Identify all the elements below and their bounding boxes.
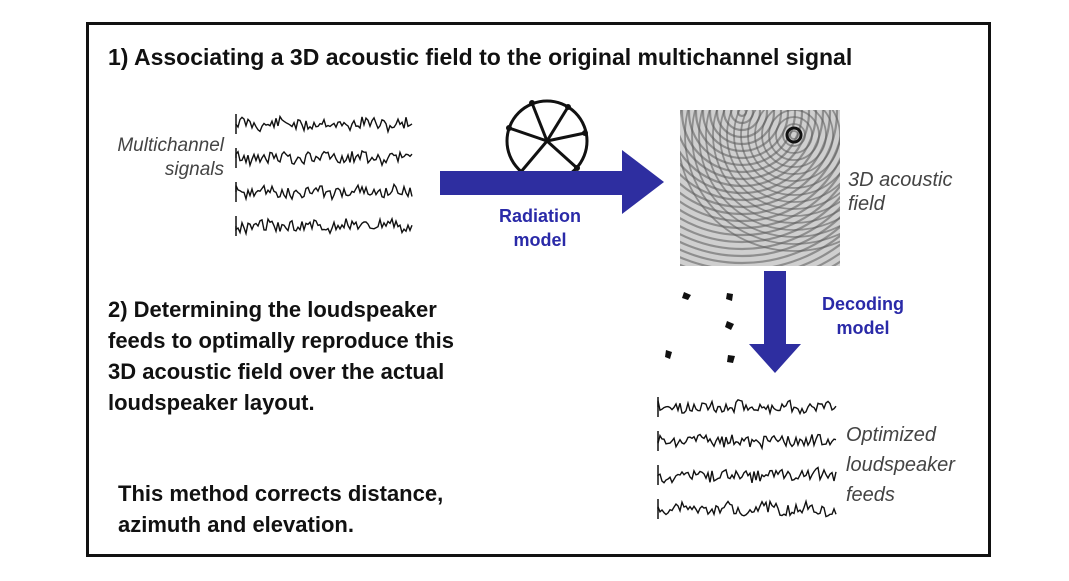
field-ring <box>740 110 840 189</box>
field-ring <box>747 110 840 182</box>
radiation-label-line2: model <box>513 230 567 250</box>
field-ring <box>701 110 783 153</box>
loudspeaker-2 <box>726 293 733 301</box>
note-line-2: azimuth and elevation. <box>118 512 354 537</box>
field-ring <box>680 110 825 195</box>
decoding-arrow <box>749 271 801 373</box>
loudspeaker-5 <box>727 355 735 363</box>
field-ring <box>691 110 840 238</box>
decoding-model-label: Decoding model <box>806 292 920 340</box>
field-ring <box>782 123 806 147</box>
field-ring <box>789 130 799 140</box>
field-ring <box>698 110 840 231</box>
waveform-trace <box>235 149 413 168</box>
field-ring <box>684 110 840 245</box>
step2-line-3: 3D acoustic field over the actual <box>108 359 445 384</box>
step2-line-4: loudspeaker layout. <box>108 390 315 415</box>
field-ring <box>705 110 840 224</box>
acoustic-field-label: 3D acoustic field <box>848 168 953 216</box>
field-ring <box>680 195 840 244</box>
output-label-line2: loudspeaker <box>846 454 955 476</box>
input-label-line2: signals <box>164 159 224 180</box>
loudspeaker-4 <box>665 350 672 359</box>
field-ring <box>726 110 840 203</box>
field-ring <box>680 110 832 202</box>
waveform-trace <box>657 466 837 484</box>
field-ring <box>712 110 840 217</box>
field-ring <box>719 110 840 210</box>
field-label-line1: 3D acoustic <box>848 169 953 191</box>
loudspeaker-layout <box>665 292 735 363</box>
output-feeds-label: Optimized loudspeaker feeds <box>846 420 955 510</box>
note-line-1: This method corrects distance, <box>118 481 444 506</box>
acoustic-field-image <box>680 110 840 266</box>
decoding-label-line1: Decoding <box>821 294 904 314</box>
waveform-trace <box>657 398 837 416</box>
field-ring <box>768 110 820 161</box>
field-ring <box>680 215 840 258</box>
field-label-line2: field <box>848 193 885 215</box>
loudspeaker-1 <box>682 292 691 300</box>
step2-line-1: 2) Determining the loudspeaker <box>108 297 437 322</box>
field-ring <box>680 110 811 181</box>
field-ring <box>761 110 827 168</box>
decoding-label-line2: model <box>836 318 890 338</box>
step2-text: 2) Determining the loudspeaker feeds to … <box>108 294 454 418</box>
loudspeaker-3 <box>725 321 734 330</box>
field-ring <box>733 110 840 196</box>
output-label-line1: Optimized <box>846 424 937 446</box>
field-ring <box>680 184 840 237</box>
field-ring <box>680 157 840 223</box>
waveform-trace <box>235 216 413 237</box>
step2-line-2: feeds to optimally reproduce this <box>108 328 454 353</box>
radiation-arrow <box>440 150 664 214</box>
field-ring <box>694 110 790 160</box>
field-ring <box>680 225 840 265</box>
field-ring <box>775 116 813 154</box>
waveform-trace <box>235 182 413 202</box>
diagram-frame <box>86 22 991 557</box>
waveform-trace <box>235 114 413 135</box>
radiation-model-label: Radiation model <box>480 204 600 252</box>
input-label-line1: Multichannel <box>117 135 224 156</box>
waveform-trace <box>657 433 837 451</box>
field-ring <box>754 110 834 175</box>
radiation-model-icon <box>505 99 589 183</box>
waveform-trace <box>657 498 837 518</box>
field-ring <box>680 206 840 251</box>
input-signals-label: Multichannel signals <box>96 134 224 182</box>
method-note: This method corrects distance, azimuth a… <box>118 478 443 540</box>
output-waveforms <box>657 397 837 519</box>
radiation-label-line1: Radiation <box>498 206 581 226</box>
field-source-marker <box>785 126 803 144</box>
step1-title: 1) Associating a 3D acoustic field to th… <box>108 44 853 70</box>
output-label-line3: feeds <box>846 484 895 506</box>
field-ring <box>680 171 840 230</box>
input-waveforms <box>235 114 413 237</box>
field-ring <box>680 110 840 252</box>
